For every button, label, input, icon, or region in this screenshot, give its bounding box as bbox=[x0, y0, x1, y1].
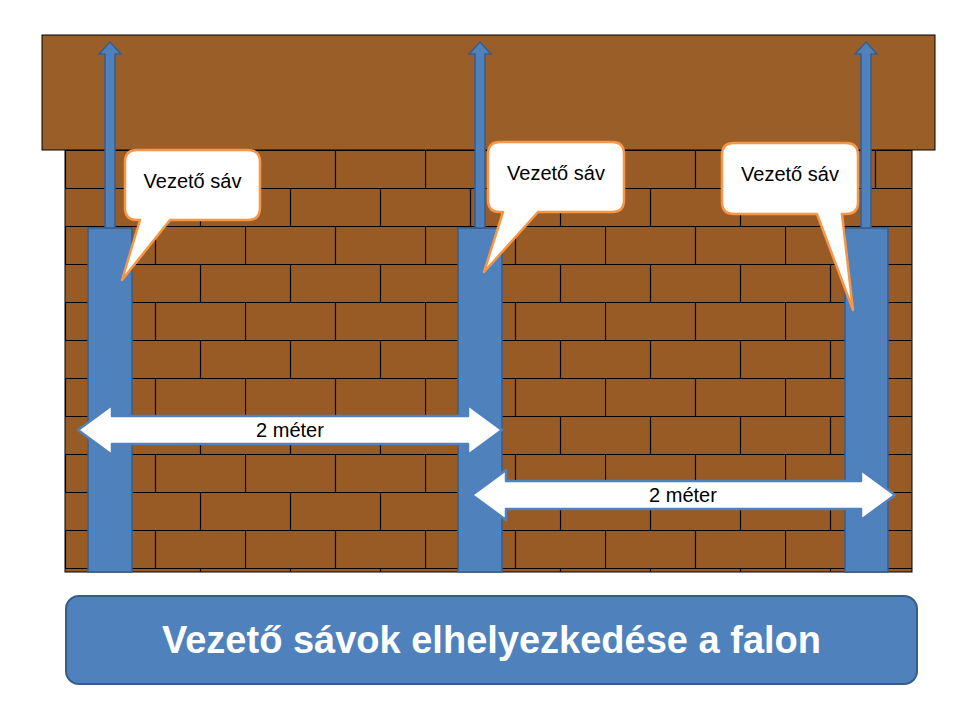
callout-text: Vezető sáv bbox=[722, 163, 858, 186]
dimension-label: 2 méter bbox=[649, 484, 717, 507]
callout-text: Vezető sáv bbox=[488, 162, 624, 185]
dimension-label: 2 méter bbox=[256, 419, 324, 442]
title-banner: Vezető sávok elhelyezkedése a falon bbox=[65, 595, 918, 685]
callout-text: Vezető sáv bbox=[125, 170, 260, 193]
callout-bubble: Vezető sáv bbox=[488, 142, 624, 212]
callout-bubble: Vezető sáv bbox=[125, 150, 260, 220]
title: Vezető sávok elhelyezkedése a falon bbox=[162, 619, 821, 662]
callout-bubble: Vezető sáv bbox=[722, 143, 858, 214]
dimension-arrows bbox=[78, 405, 895, 520]
